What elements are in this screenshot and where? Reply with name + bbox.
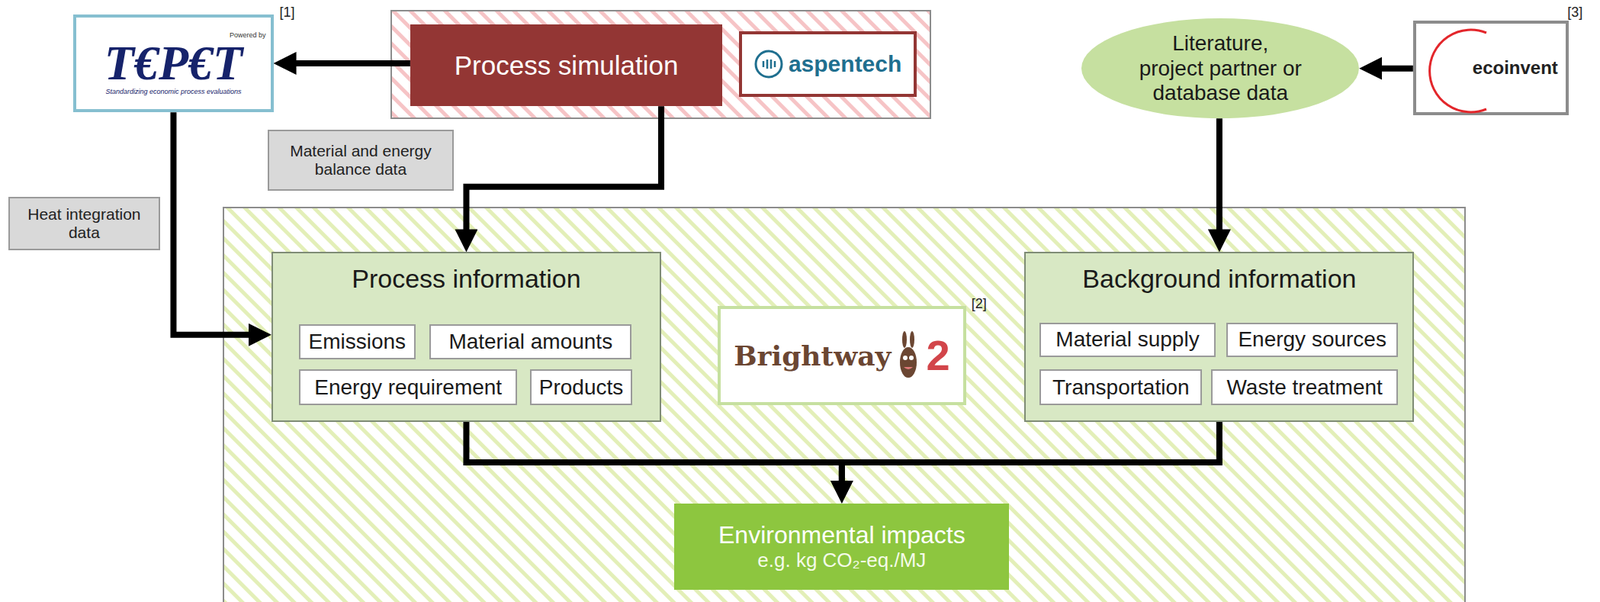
process-box: Heat integration data: [8, 196, 161, 251]
node-title: Material supply: [1055, 327, 1199, 352]
process-box: Energy requirement: [298, 369, 518, 405]
icon-ring: [755, 51, 782, 78]
process-box: Transportation: [1039, 369, 1202, 405]
mascot-eye: [902, 355, 908, 360]
process-box: Brightway 2: [717, 305, 967, 405]
node-title: Energy sources: [1237, 327, 1387, 352]
node-title: ecoinvent: [1472, 57, 1559, 79]
node-subtext: e.g. kg CO₂-eq./MJ: [757, 549, 926, 572]
callout-number: [1]: [279, 5, 296, 21]
process-box: Material supply: [1039, 322, 1215, 357]
node-title: Transportation: [1052, 375, 1190, 400]
node-title: Brightway: [733, 340, 891, 372]
process-box: aspentech: [738, 31, 917, 97]
node-title: Heat integration data: [17, 205, 152, 242]
flow-arrow: [465, 106, 662, 241]
process-box: ecoinvent: [1413, 20, 1569, 116]
node-title: Literature, project partner or database …: [1137, 31, 1303, 106]
icon-bar: [770, 59, 773, 69]
source-ellipse: Literature, project partner or database …: [1081, 18, 1360, 119]
process-box: Energy sources: [1226, 322, 1398, 357]
mascot-ear: [909, 330, 915, 348]
flow-arrow: [841, 421, 1220, 492]
node-title: Waste treatment: [1226, 375, 1382, 400]
group-box: Process informationEmissions Material amo…: [271, 251, 662, 421]
icon-bar: [774, 61, 777, 68]
flow-arrow: [465, 421, 842, 492]
node-title: Environmental impacts: [718, 520, 966, 550]
mascot-ear: [902, 330, 907, 348]
callout-number: [3]: [1567, 5, 1583, 21]
icon-bar: [766, 59, 769, 69]
simulation-region: [391, 10, 931, 119]
icon-bar: [762, 61, 765, 68]
brightway-mascot: [895, 328, 922, 383]
node-title: Material and energy balance data: [276, 141, 446, 179]
node-title: Energy requirement: [314, 375, 502, 400]
flow-arrow: [285, 60, 411, 67]
mascot-body: [899, 346, 917, 378]
flow-arrow: [173, 112, 260, 335]
aspentech-icon: [753, 48, 784, 80]
lca-region: [223, 207, 1466, 602]
node-title: Emissions: [308, 329, 407, 354]
ellipse-shape: [1081, 18, 1360, 119]
node-title: Material amounts: [448, 329, 613, 354]
process-box: Material and energy balance data: [267, 129, 455, 191]
node-title: Powered by: [229, 31, 267, 39]
process-box: Material amounts: [429, 324, 632, 359]
process-box: Products: [530, 369, 633, 405]
process-box: Powered byT€P€TStandardizing economic pr…: [73, 14, 274, 113]
node-subtext: T€P€T: [104, 38, 243, 88]
mascot-mouth: [903, 366, 913, 370]
node-title: Products: [539, 375, 624, 400]
process-box: Waste treatment: [1211, 369, 1398, 405]
flow-arrow: [1216, 118, 1223, 241]
mascot-eye: [909, 355, 914, 360]
process-box: Emissions: [298, 324, 416, 359]
group-box: Background informationMaterial supply Ene…: [1024, 251, 1414, 421]
node-title: Process information: [351, 263, 581, 294]
node-title: aspentech: [788, 51, 902, 78]
node-title: Background information: [1082, 263, 1356, 294]
flow-arrow: [1370, 65, 1414, 72]
node-subtext: 2: [925, 334, 950, 377]
process-box: Process simulation: [410, 24, 723, 107]
process-box: Environmental impactse.g. kg CO₂-eq./MJ: [674, 503, 1009, 591]
node-title: Process simulation: [454, 50, 679, 81]
node-subtext: Standardizing economic process evaluatio…: [105, 87, 241, 96]
callout-number: [2]: [971, 296, 987, 312]
